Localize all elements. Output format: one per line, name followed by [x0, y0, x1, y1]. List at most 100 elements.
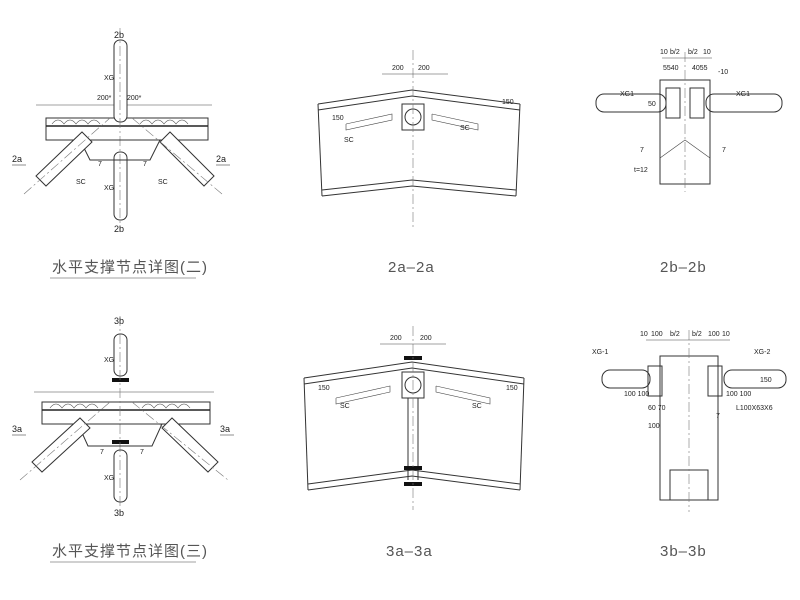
panel-3-title: 2b–2b	[660, 259, 707, 276]
xg-label-left: XG1	[620, 91, 634, 98]
connector-bottom	[112, 440, 129, 444]
sc-label-left: SC	[344, 137, 354, 144]
section-mark-bottom: 3b	[114, 508, 124, 518]
top-flange-inner	[317, 95, 521, 111]
plate-label: -10	[718, 69, 728, 76]
vert-right: 100 100	[726, 391, 751, 398]
brace-left	[31, 417, 91, 473]
dim-top-1: 10	[640, 331, 648, 338]
dim-top-6: 10	[722, 331, 730, 338]
dim-bottom: 100	[648, 423, 660, 430]
weld-size-right: 7	[143, 161, 147, 168]
member-label-top: XG	[104, 357, 114, 364]
web-right	[519, 377, 525, 491]
panel-2-section: 200 200 150 150 SC SC 2a–2a	[317, 50, 521, 276]
panel-1-plan-detail: 2b 2b XG XG 200* 200* 2a 2a SC SC 7 7 水平…	[12, 28, 230, 279]
weld-size-left: 7	[98, 161, 102, 168]
dim-top-1: 10	[660, 49, 668, 56]
section-mark-right: 3a	[220, 424, 230, 434]
panel-1-title: 水平支撑节点详图(二)	[52, 259, 208, 276]
angle-label: L100X63X6	[736, 405, 773, 412]
xg-label-right: XG-2	[754, 349, 770, 356]
top-flange-outer	[303, 361, 525, 379]
brace-left	[35, 131, 93, 187]
side-dim: 50	[648, 101, 656, 108]
dim-top-3: b/2	[670, 331, 680, 338]
angle-right	[707, 365, 723, 397]
panel-4-title: 水平支撑节点详图(三)	[52, 543, 208, 560]
web-left	[317, 103, 323, 197]
beam-outline	[45, 117, 209, 141]
gusset-plate	[79, 139, 161, 161]
dim-right: 200	[420, 335, 432, 342]
weld-symbol-lines	[659, 139, 711, 159]
sc-label-left: SC	[76, 179, 86, 186]
stiffener-left	[335, 385, 391, 405]
panel-5-title: 3a–3a	[386, 543, 433, 560]
connector-right	[689, 87, 705, 119]
dim-sub-left: 5540	[663, 65, 679, 72]
stiffener-right	[431, 113, 479, 131]
bottom-flange-inner	[321, 185, 517, 197]
section-mark-top: 2b	[114, 30, 124, 40]
dim-left: 200	[392, 65, 404, 72]
brace-axis-left	[23, 117, 111, 195]
dim-left: 200	[390, 335, 402, 342]
dim-top-3: b/2	[688, 49, 698, 56]
xg-label-right: XG1	[736, 91, 750, 98]
section-mark-left: 2a	[12, 154, 22, 164]
section-mark-top: 3b	[114, 316, 124, 326]
top-flange-outer	[317, 89, 521, 105]
sc-label-right: SC	[472, 403, 482, 410]
panel-6-section: 10 100 b/2 b/2 100 10 XG-1 XG-2 100 100 …	[592, 330, 787, 560]
dim-top-2: b/2	[670, 49, 680, 56]
connector-left	[665, 87, 681, 119]
connector-top	[112, 378, 129, 382]
gap-right: 150	[502, 99, 514, 106]
bottom-flange-inner	[307, 475, 521, 491]
tube-right	[705, 93, 783, 113]
sc-label-right: SC	[460, 125, 470, 132]
vert-left: 100 100	[624, 391, 649, 398]
sc-label-right: SC	[158, 179, 168, 186]
dim-top-4: 10	[703, 49, 711, 56]
dim-top-5: 100	[708, 331, 720, 338]
web-left	[303, 377, 309, 491]
dim-sub-right: 4055	[692, 65, 708, 72]
panel-5-section: 200 200 150 150 SC SC 3a–3a	[303, 326, 525, 560]
weld-size-left: 7	[640, 147, 644, 154]
panel-4-plan-detail: 3b 3b XG XG 3a 3a 7 7 水平支撑节点详图(三)	[12, 316, 234, 563]
section-mark-right: 2a	[216, 154, 226, 164]
weld-size-right: 7	[140, 449, 144, 456]
member-bottom	[113, 151, 128, 221]
web-right	[515, 103, 521, 197]
weld-cloud	[49, 403, 191, 409]
dim-mid: 60 70	[648, 405, 666, 412]
panel-6-title: 3b–3b	[660, 543, 707, 560]
weld-cloud	[51, 119, 189, 125]
thickness-label: t=12	[634, 167, 648, 174]
dim-right: 200	[418, 65, 430, 72]
brace-axis-left	[19, 401, 111, 481]
side-dim: 150	[760, 377, 772, 384]
stiffener-left	[345, 113, 393, 131]
tube-right	[723, 369, 787, 389]
dim-left: 200*	[97, 95, 112, 102]
brace-right	[159, 131, 215, 187]
xg-label-left: XG-1	[592, 349, 608, 356]
brace-right	[161, 417, 219, 473]
brace-axis-right	[131, 117, 223, 195]
bottom-flange-outer	[307, 469, 521, 485]
dim-top-2: 100	[651, 331, 663, 338]
bottom-flange-outer	[321, 179, 517, 191]
angle-left	[647, 365, 663, 397]
stiffener-right	[435, 385, 491, 405]
member-bottom	[113, 449, 128, 503]
gap-left: 150	[318, 385, 330, 392]
member-top	[113, 39, 128, 123]
bolt-mark-mid	[404, 466, 422, 470]
dim-top-4: b/2	[692, 331, 702, 338]
weld-size-left: 7	[100, 449, 104, 456]
weld-size: 7	[716, 413, 720, 420]
